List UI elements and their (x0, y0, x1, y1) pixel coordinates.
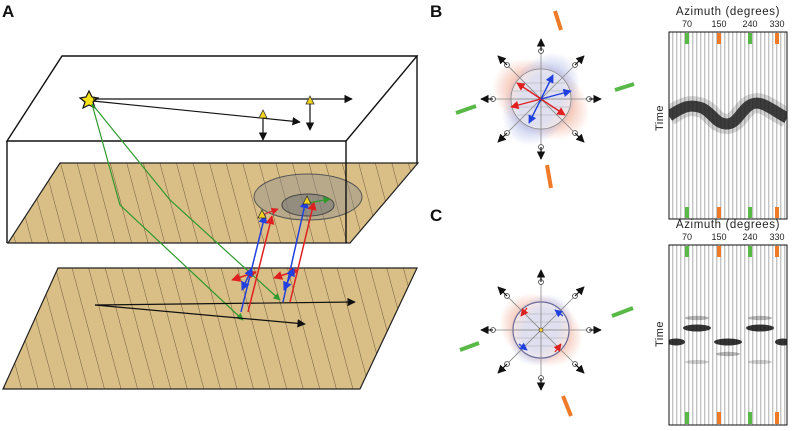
upper-fracture-plane (6, 162, 420, 244)
panel-c-gather (668, 244, 788, 426)
panel-b-tick-240: 240 (742, 19, 757, 29)
reflection-receiver-2-icon (302, 195, 312, 205)
panel-c-label: C (430, 206, 442, 225)
panel-a-label: A (2, 2, 14, 21)
green-ray-2 (91, 103, 281, 301)
lower-plane-arrow-2 (94, 304, 306, 328)
panel-c-gather-markers (685, 246, 779, 424)
panel-c-tick-150: 150 (711, 232, 726, 242)
panel-b-tick-70: 70 (682, 19, 692, 29)
panel-b-tick-330: 330 (769, 19, 784, 29)
panel-c-azimuth-ticks: 70 150 240 330 (682, 232, 785, 242)
panel-b-azimuth-ticks: 70 150 240 330 (682, 19, 785, 29)
panel-b-label: B (430, 2, 442, 21)
panel-b-polar-diagram (480, 38, 602, 160)
overburden-box (5, 55, 419, 243)
panel-c-event (669, 315, 787, 364)
receiver-2-icon (305, 95, 315, 105)
panel-c-tick-70: 70 (682, 232, 692, 242)
panel-b-azimuth-markers (455, 10, 635, 189)
source-star-icon (78, 89, 100, 110)
reflection-receiver-1-icon (257, 209, 267, 219)
panel-c-tick-330: 330 (769, 232, 784, 242)
reflection-point-arrows (261, 196, 331, 216)
panel-c-axis-title: Azimuth (degrees) (676, 219, 780, 231)
lower-fracture-plane (2, 267, 418, 390)
panel-b-event (669, 93, 787, 134)
panel-c-tick-240: 240 (742, 232, 757, 242)
green-ray-1 (91, 103, 244, 321)
polarization-rays (231, 199, 317, 313)
panel-c-time-label: Time (654, 321, 666, 347)
panel-c-azimuth-markers (459, 306, 634, 417)
lower-plane-arrow-1 (94, 297, 356, 307)
panel-b-tick-150: 150 (711, 19, 726, 29)
panel-b-gather-markers (685, 33, 779, 218)
surface-ray-2 (92, 100, 301, 126)
panel-c-polar-diagram (480, 269, 602, 391)
receiver-1-icon (258, 109, 268, 119)
panel-b-axis-title: Azimuth (degrees) (676, 6, 780, 18)
panel-b-time-label: Time (654, 105, 666, 131)
